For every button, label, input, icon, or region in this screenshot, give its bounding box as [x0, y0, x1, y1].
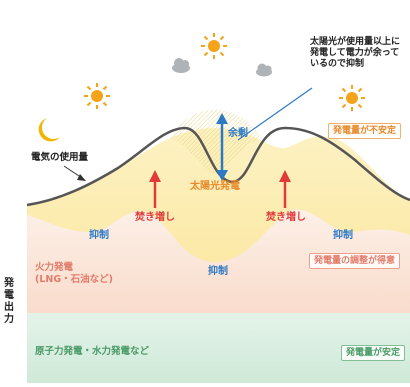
surplus-hatch [170, 110, 262, 174]
base-label: 原子力発電・水力発電など [35, 346, 150, 357]
usage-label: 電気の使用量 [31, 152, 89, 163]
axis-label: 発電出力 [4, 278, 14, 325]
tag-unstable: 発電量が不安定 [328, 123, 402, 139]
sun-icon-left [84, 83, 110, 109]
cloud-icon-left [172, 58, 190, 73]
annotation-pointer [237, 87, 313, 141]
usage-pointer-head [77, 174, 86, 181]
suppress-label-center: 抑制 [208, 266, 228, 277]
solar-label: 太陽光発電 [190, 181, 240, 192]
suppress-label-left: 抑制 [89, 230, 109, 241]
sun-icon-right [339, 85, 365, 111]
thermal-label: 火力発電 (LNG・石油など) [35, 262, 113, 285]
cloud-icon-right [256, 63, 272, 77]
boost-arrow-right [279, 170, 291, 208]
surplus-label: 余剰 [228, 128, 248, 139]
suppress-label-right: 抑制 [333, 230, 353, 241]
tag-adjustable: 発電量の調整が得意 [309, 253, 401, 269]
surplus-annotation: 太陽光が使用量以上に 発電して電力が余って いるので抑制 [310, 37, 401, 69]
boost-label-left: 焚き増し [135, 212, 175, 223]
sun-icon-top [201, 33, 227, 59]
boost-label-right: 焚き増し [266, 212, 306, 223]
crescent-moon-icon [38, 118, 60, 142]
usage-line [26, 126, 410, 207]
boost-arrow-left [149, 170, 161, 208]
solar-area [27, 128, 410, 262]
tag-stable: 発電量が安定 [341, 345, 406, 361]
surplus-arrow [216, 113, 228, 181]
